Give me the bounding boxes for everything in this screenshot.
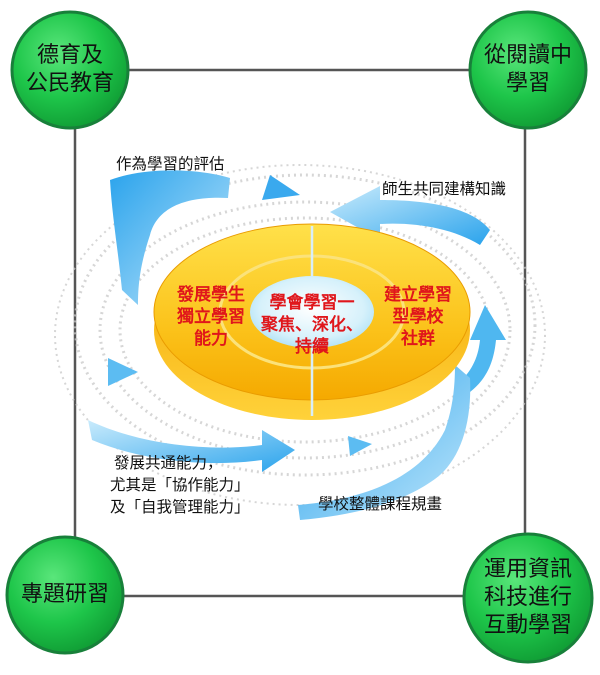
swirl-arrows: [88, 170, 506, 520]
corner-top-left-label: 德育及 公民教育: [25, 43, 114, 96]
arrow-bottom-right: [298, 365, 471, 520]
label-generic-skills: 發展共通能力， 尤其是「協作能力」 及「自我管理能力」: [110, 454, 250, 516]
arrow-right-up: [460, 305, 506, 392]
arrow-left-small: [108, 358, 138, 386]
corner-bottom-left-label: 專題研習: [20, 582, 109, 607]
arrow-bottom-small: [348, 436, 372, 456]
corner-top-right-label: 從閱讀中 學習: [483, 43, 572, 96]
circle-top-left: [10, 10, 130, 130]
label-curriculum-plan: 學校整體課程規畫: [318, 495, 443, 513]
circle-bottom-right: [462, 532, 594, 664]
right-sector-text: 建立學習 型學校 社群: [384, 285, 452, 349]
left-sector-text: 發展學生 獨立學習 能力: [177, 285, 245, 349]
corner-bottom-right-label: 運用資訊 科技進行 互動學習: [483, 557, 572, 638]
label-co-construct: 師生共同建構知識: [382, 180, 507, 198]
circle-bottom-left: [5, 535, 125, 655]
label-assessment: 作為學習的評估: [116, 155, 225, 173]
circle-top-right: [468, 10, 588, 130]
corner-circles: [5, 10, 594, 664]
arrow-head-tl: [262, 175, 300, 200]
gold-disc: [153, 223, 471, 420]
arrow-bottom-left: [88, 420, 295, 472]
center-text: 學會學習一 聚焦、深化、 持續: [261, 293, 363, 357]
arrow-top-left: [110, 170, 230, 305]
